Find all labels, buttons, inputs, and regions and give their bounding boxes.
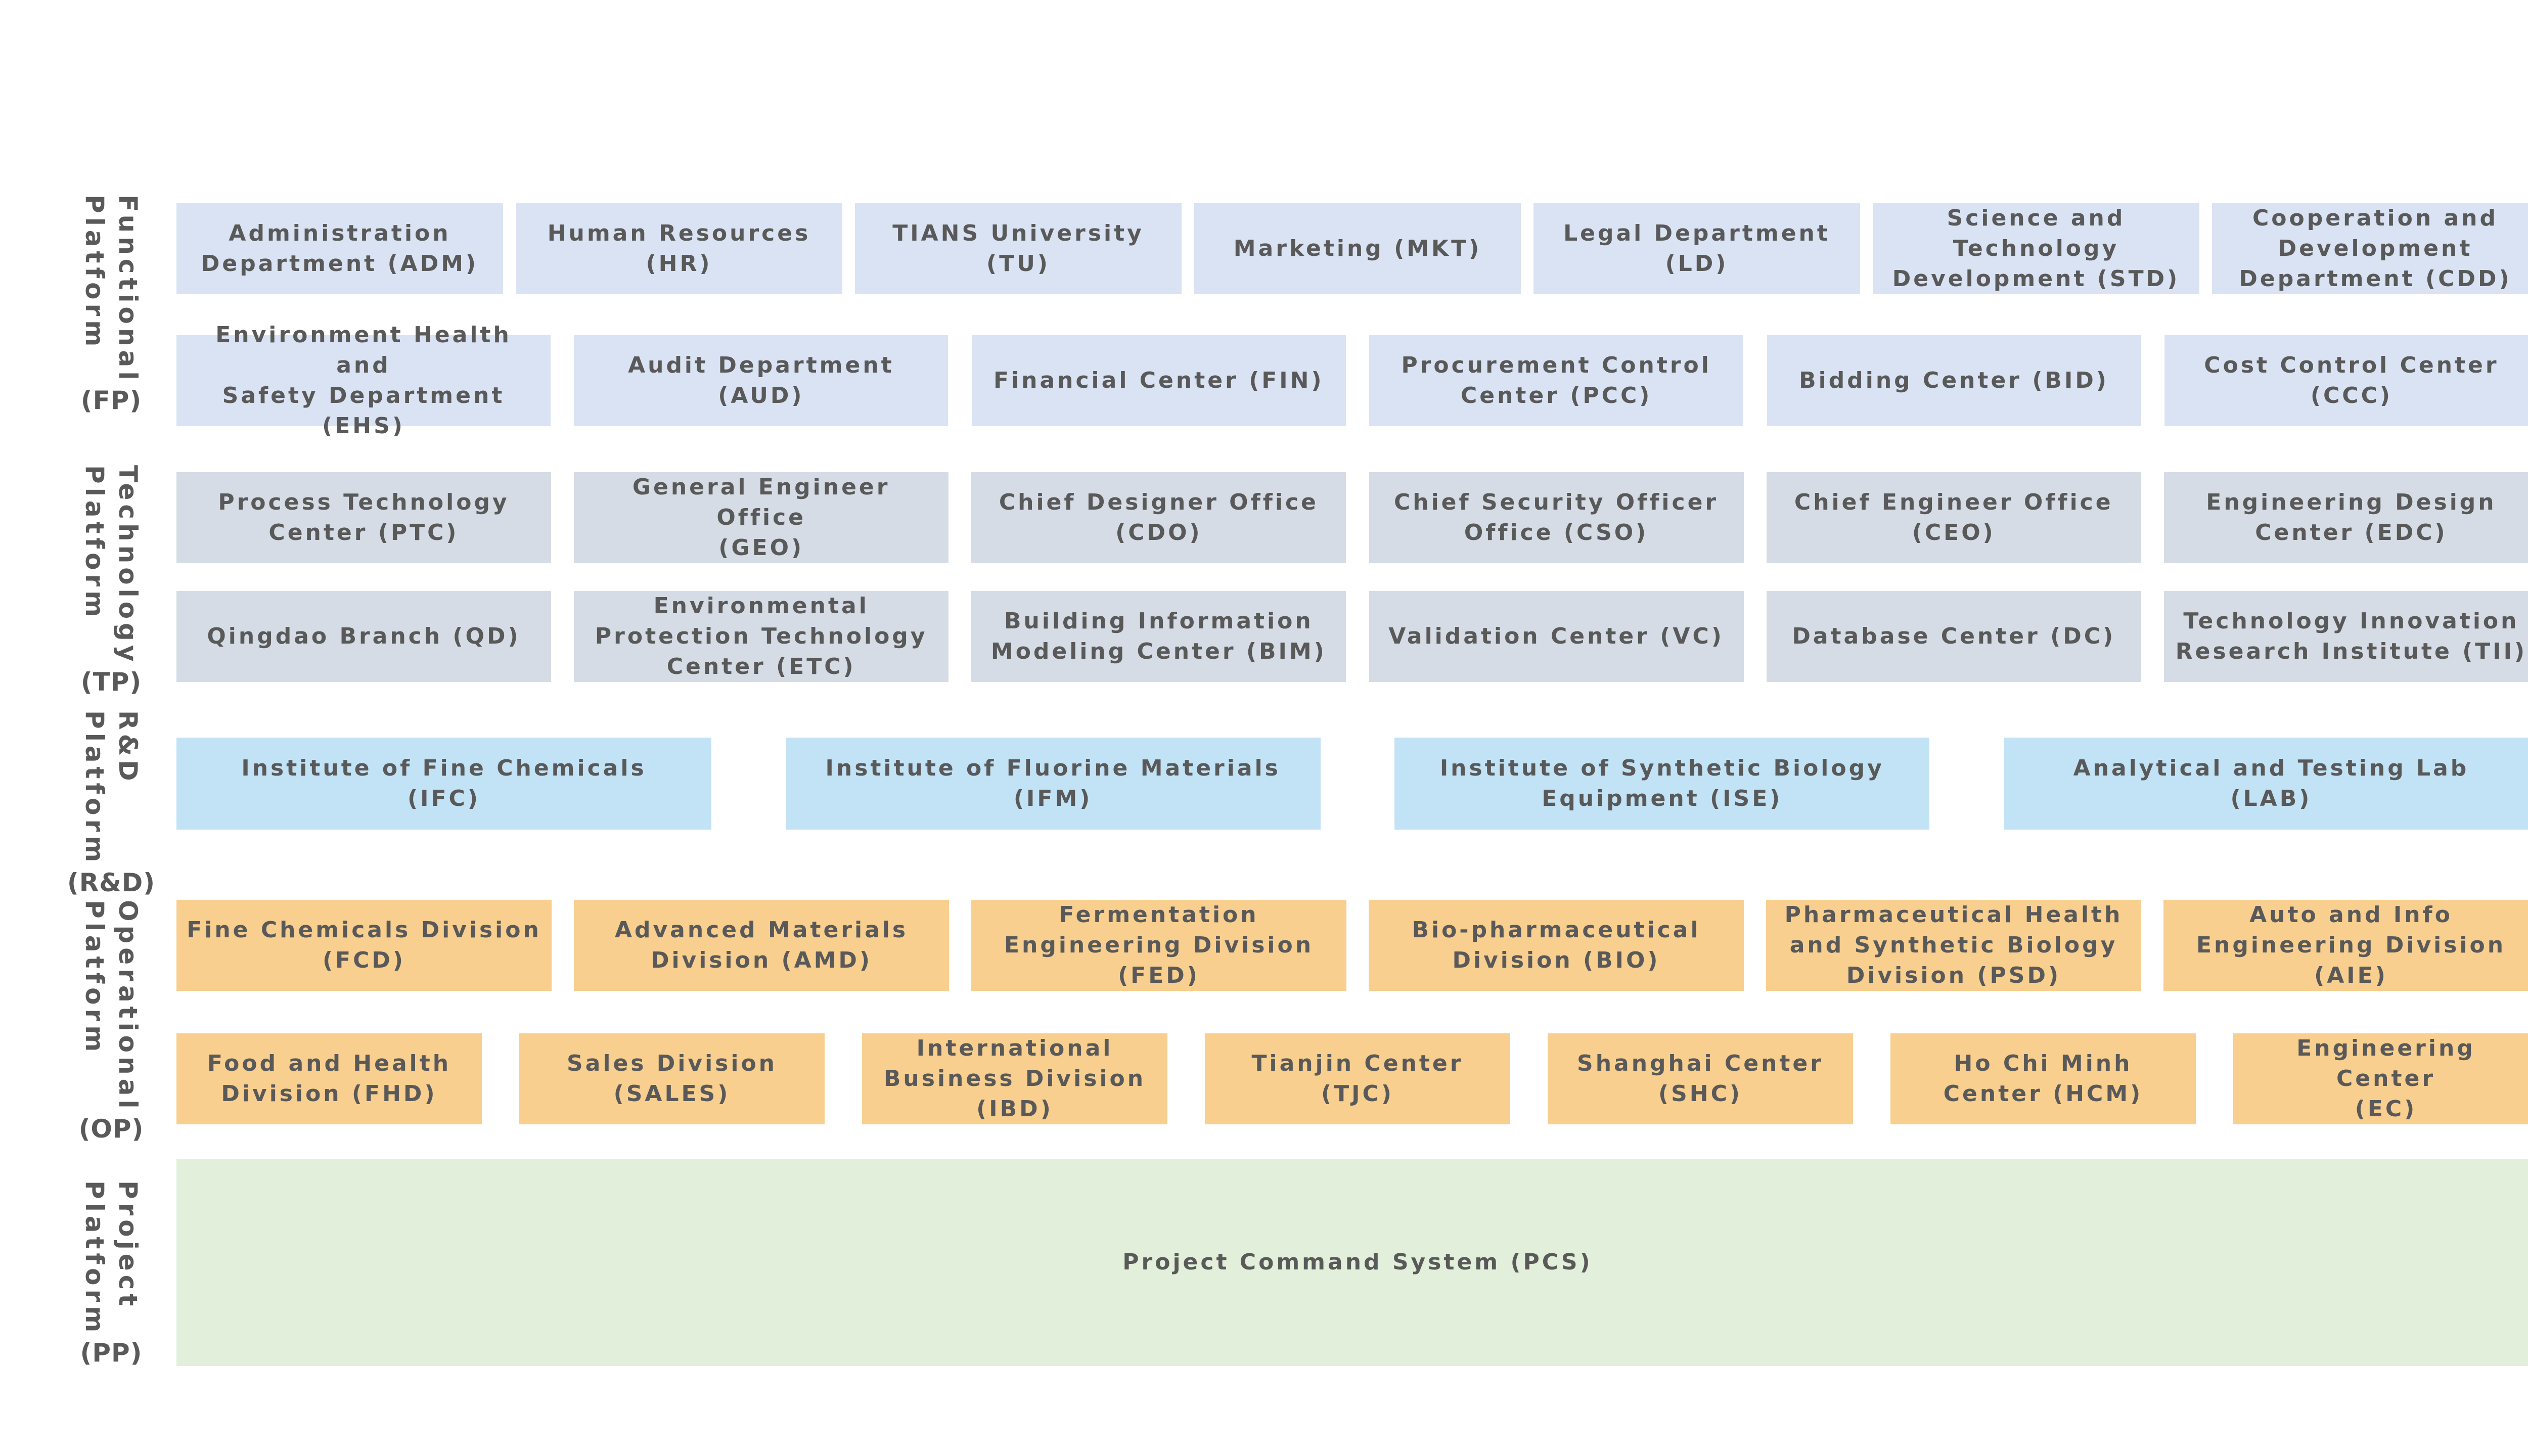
org-unit-box: Food and Health Division (FHD) [176,1033,482,1124]
org-unit-box: Institute of Fluorine Materials (IFM) [785,738,1321,830]
platform-abbr: (OP) [78,1114,144,1144]
org-unit-box: Cost Control Center (CCC) [2164,335,2528,426]
org-unit-box: Auto and Info Engineering Division (AIE) [2163,900,2528,991]
org-unit-box: Marketing (MKT) [1194,203,1521,294]
org-row: Environment Health and Safety Department… [176,322,2528,439]
org-unit-box: Tianjin Center (TJC) [1205,1033,1510,1124]
org-unit-box: Project Command System (PCS) [176,1159,2528,1366]
org-unit-box: Sales Division (SALES) [519,1033,825,1124]
platform-abbr: (R&D) [67,868,156,898]
org-unit-box: Chief Designer Office (CDO) [971,472,1346,563]
org-unit-box: Process Technology Center (PTC) [176,472,551,563]
org-unit-box: Chief Engineer Office (CEO) [1766,472,2141,563]
org-row: Qingdao Branch (QD) Environmental Protect… [176,591,2528,682]
org-unit-box: Chief Security Officer Office (CSO) [1369,472,1744,563]
org-unit-box: Financial Center (FIN) [971,335,1346,426]
org-unit-box: Procurement Control Center (PCC) [1369,335,1744,426]
org-row: Fine Chemicals Division (FCD)Advanced Ma… [176,900,2528,991]
org-unit-box: Bidding Center (BID) [1767,335,2141,426]
org-unit-box: Technology Innovation Research Institute… [2163,591,2528,682]
org-unit-box: Database Center (DC) [1766,591,2141,682]
org-unit-box: Qingdao Branch (QD) [176,591,551,682]
platform-label-project: Project Platform(PP) [61,1180,162,1368]
platform-name: Technology Platform [80,465,143,666]
org-row: Process Technology Center (PTC) General E… [176,472,2528,563]
org-unit-box: Shanghai Center (SHC) [1548,1033,1853,1124]
org-unit-box: Advanced Materials Division (AMD) [574,900,949,991]
org-unit-box: Analytical and Testing Lab (LAB) [2003,738,2528,830]
org-unit-box: Administration Department (ADM) [176,203,503,294]
platform-name: Project Platform [80,1180,143,1337]
platform-label-operational: Operational Platform(OP) [61,900,162,1144]
org-unit-box: Audit Department (AUD) [574,335,949,426]
org-unit-box: Bio-pharmaceutical Division (BIO) [1369,900,1744,991]
org-unit-box: Institute of Synthetic Biology Equipment… [1394,738,1930,830]
platform-abbr: (PP) [80,1338,143,1368]
org-row: Administration Department (ADM)Human Res… [176,203,2528,294]
org-unit-box: Environmental Protection Technology Cent… [574,591,949,682]
org-unit-box: TIANS University (TU) [855,203,1182,294]
org-row: Project Command System (PCS) [176,1159,2528,1366]
org-unit-box: Building Information Modeling Center (BI… [971,591,1346,682]
org-unit-box: Fermentation Engineering Division (FED) [971,900,1346,991]
org-row: Institute of Fine Chemicals (IFC) Institu… [176,738,2528,830]
org-unit-box: General Engineer Office (GEO) [574,472,949,563]
platform-name: R&D Platform [80,710,143,867]
org-unit-box: Engineering Center (EC) [2233,1033,2528,1124]
org-unit-box: Validation Center (VC) [1369,591,1744,682]
org-unit-box: Pharmaceutical Health and Synthetic Biol… [1766,900,2141,991]
platform-label-functional: Functional Platform(FP) [61,195,162,415]
org-unit-box: International Business Division (IBD) [862,1033,1167,1124]
org-unit-box: Environment Health and Safety Department… [176,322,551,439]
platform-abbr: (FP) [80,386,142,416]
platform-label-rnd: R&D Platform(R&D) [61,710,162,897]
org-unit-box: Cooperation and Development Department (… [2212,203,2528,294]
org-unit-box: Science and Technology Development (STD) [1873,203,2199,294]
platform-name: Operational Platform [80,900,143,1113]
org-unit-box: Engineering Design Center (EDC) [2163,472,2528,563]
platform-name: Functional Platform [80,195,143,384]
platform-abbr: (TP) [80,667,142,697]
org-unit-box: Fine Chemicals Division (FCD) [176,900,552,991]
org-unit-box: Legal Department (LD) [1533,203,1860,294]
org-unit-box: Ho Chi Minh Center (HCM) [1890,1033,2196,1124]
org-unit-box: Human Resources (HR) [516,203,842,294]
org-row: Food and Health Division (FHD) Sales Divi… [176,1033,2528,1124]
platform-label-technology: Technology Platform(TP) [61,465,162,697]
org-unit-box: Institute of Fine Chemicals (IFC) [176,738,711,830]
